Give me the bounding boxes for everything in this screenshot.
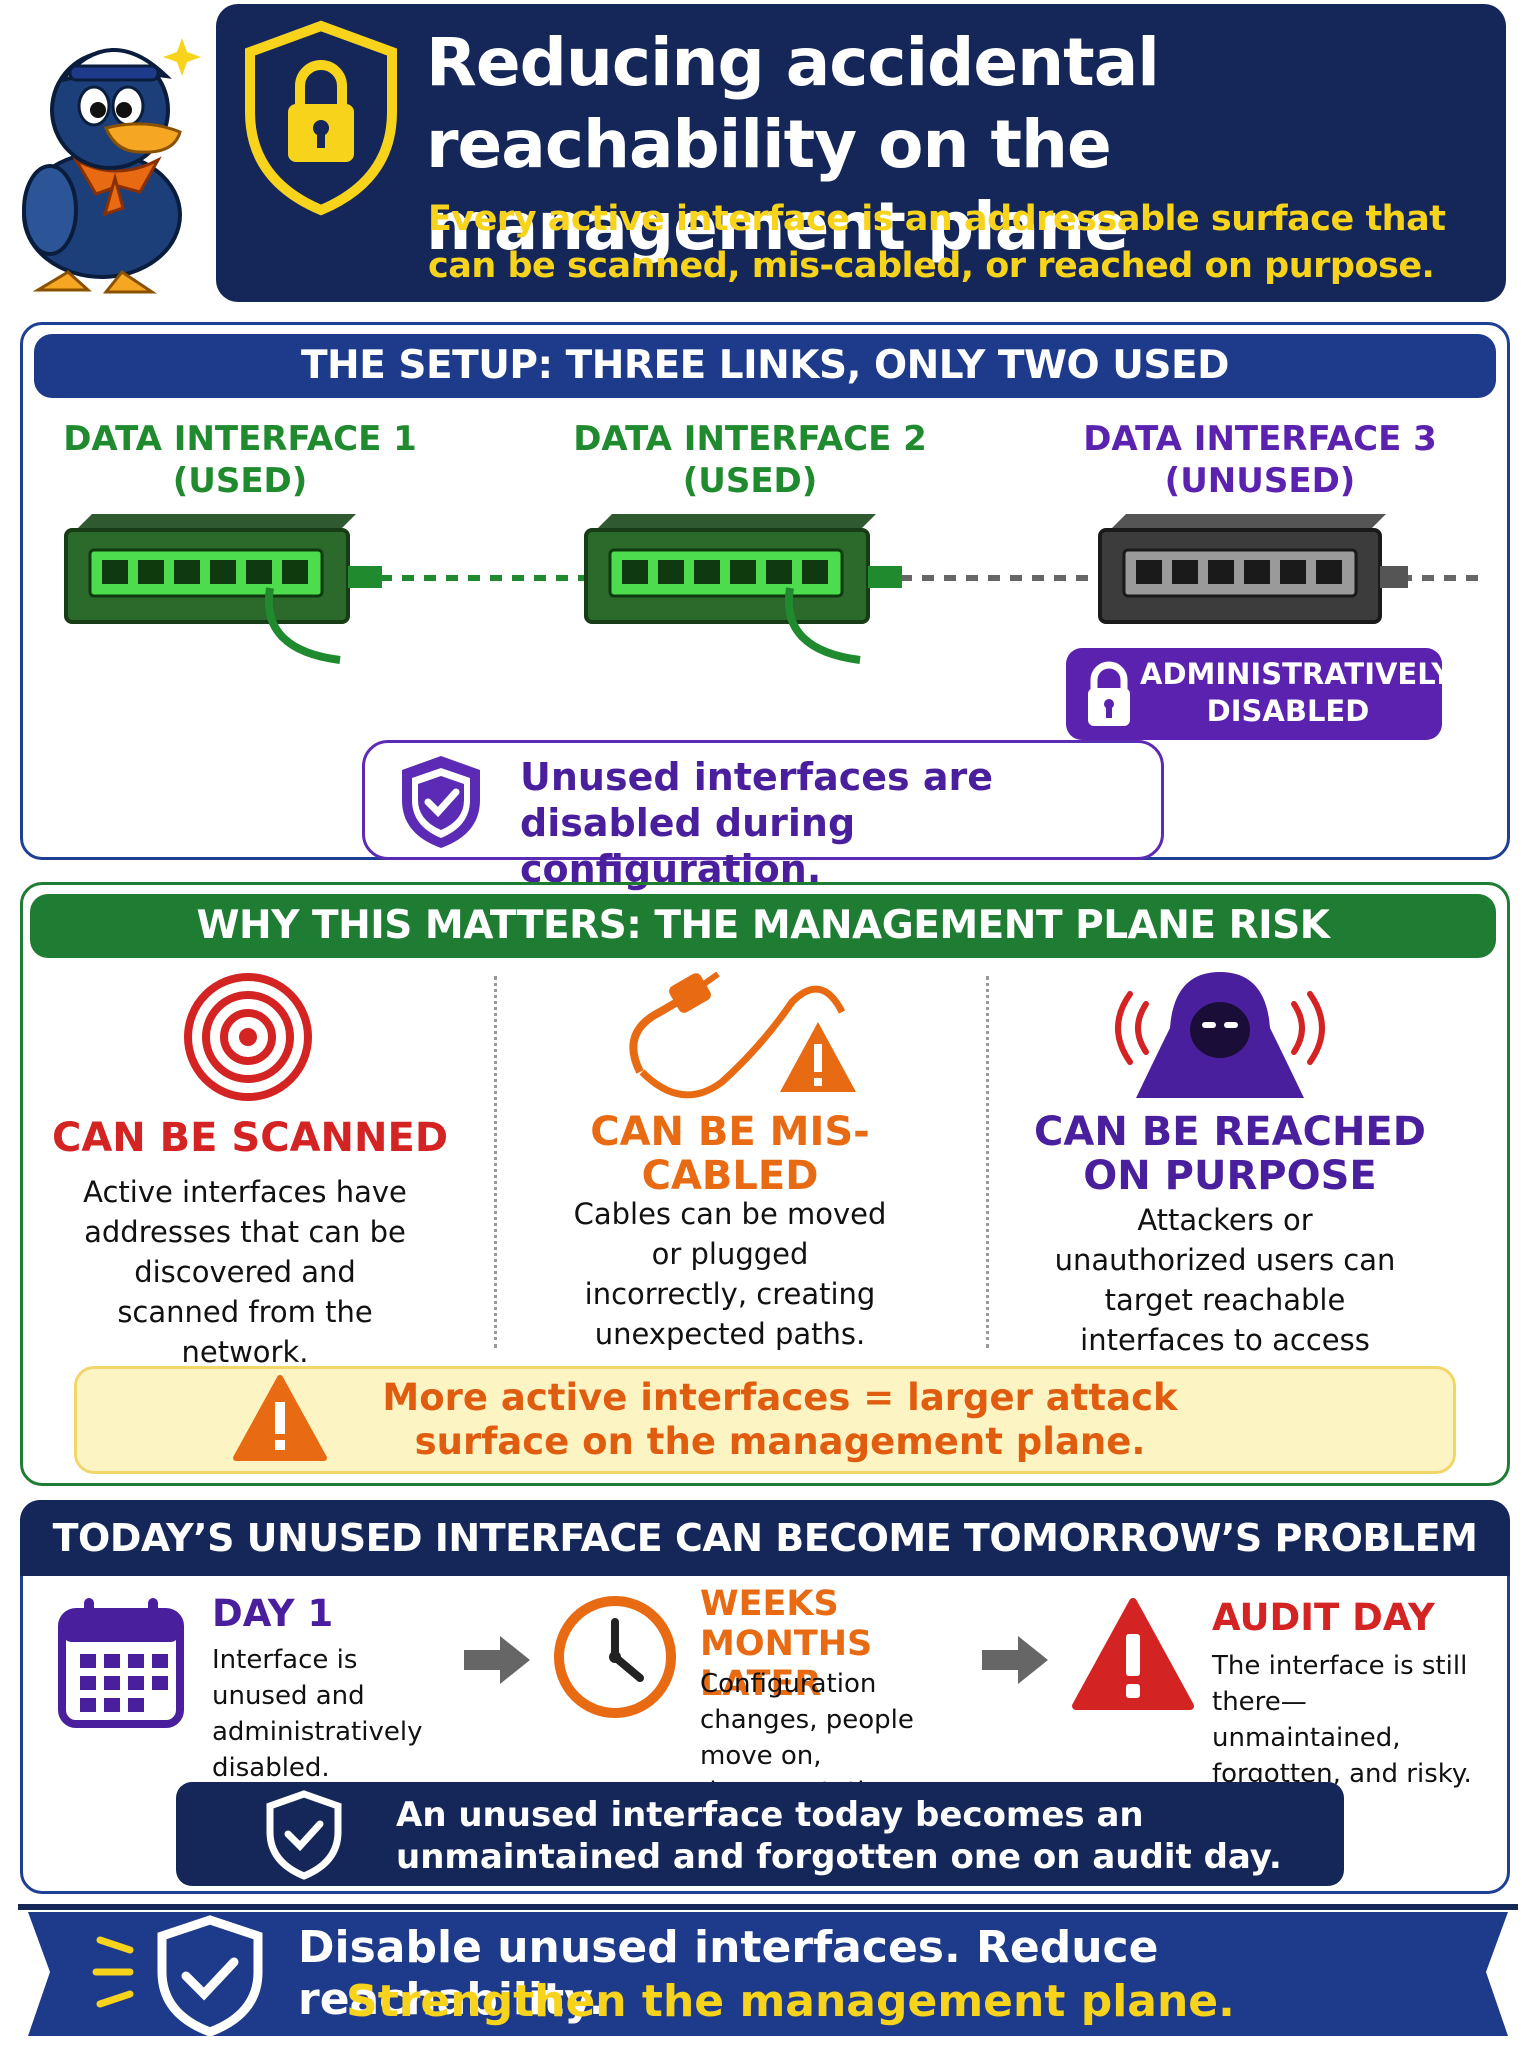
attack-surface-text: More active interfaces = larger attack s… (382, 1376, 1178, 1463)
risk-scanned-title: CAN BE SCANNED (51, 1115, 449, 1161)
duck-mascot (22, 38, 201, 294)
page-subtitle: Every active interface is an addressable… (428, 199, 1446, 286)
risk-scanned-desc: Active interfaces have addresses that ca… (83, 1175, 407, 1369)
target-icon (184, 973, 312, 1101)
shield-check-icon (266, 1790, 342, 1880)
shield-check-icon (402, 756, 480, 848)
clock-icon (554, 1596, 676, 1718)
calendar-icon (58, 1598, 184, 1728)
risk-divider-2 (986, 976, 989, 1348)
risk-heading: WHY THIS MATTERS: THE MANAGEMENT PLANE R… (30, 894, 1496, 958)
risk-section (20, 882, 1510, 1486)
admin-disabled-text: ADMINISTRATIVELY DISABLED (1140, 657, 1453, 728)
lock-icon (1088, 661, 1130, 726)
risk-reached-desc: Attackers or unauthorized users can targ… (1054, 1203, 1396, 1397)
interface-3-state: (UNUSED) (1164, 461, 1356, 501)
summary-text: An unused interface today becomes an unm… (396, 1795, 1282, 1877)
interface-2-state: (USED) (682, 461, 818, 501)
switch-1-icon (64, 514, 382, 664)
arrow-right-icon (982, 1636, 1048, 1684)
interface-2-name: DATA INTERFACE 2 (573, 419, 927, 459)
shield-lock-icon (245, 20, 397, 216)
warning-triangle-icon (233, 1375, 327, 1461)
interface-3-name: DATA INTERFACE 3 (1083, 419, 1437, 459)
header-banner (216, 4, 1506, 302)
arrow-right-icon (464, 1636, 530, 1684)
step-day1-desc: Interface is unused and administratively… (212, 1645, 423, 1783)
setup-heading: THE SETUP: THREE LINKS, ONLY TWO USED (34, 334, 1496, 398)
page-title: Reducing accidental reachability on the … (426, 24, 1160, 265)
footer-banner (18, 1904, 1518, 2037)
interface-1-state: (USED) (172, 461, 308, 501)
step-later-title: WEEKS MONTHS LATER (700, 1584, 873, 1704)
disabled-note-box (362, 740, 1164, 860)
interface-2-label: DATA INTERFACE 2 (USED) (540, 418, 960, 502)
disabled-note-text: Unused interfaces are disabled during co… (520, 755, 994, 891)
banner-line-1: Disable unused interfaces. Reduce reacha… (298, 1922, 1159, 2025)
hooded-attacker-icon (1115, 972, 1325, 1098)
interface-1-name: DATA INTERFACE 1 (63, 419, 417, 459)
alert-triangle-icon (1072, 1598, 1194, 1710)
switch-3-icon (1098, 514, 1408, 624)
timeline-heading: TODAY’S UNUSED INTERFACE CAN BECOME TOMO… (20, 1500, 1510, 1576)
summary-box (176, 1782, 1344, 1886)
step-day1-title: DAY 1 (212, 1592, 334, 1635)
risk-miscabled-desc: Cables can be moved or plugged incorrect… (573, 1197, 887, 1351)
switches-diagram (64, 514, 1480, 664)
switch-2-icon (584, 514, 902, 664)
step-audit-desc: The interface is still there—unmaintaine… (1212, 1651, 1472, 1789)
risk-miscabled-title: CAN BE MIS-CABLED (590, 1109, 870, 1199)
risk-reached-title: CAN BE REACHED ON PURPOSE (1034, 1109, 1426, 1199)
interface-3-label: DATA INTERFACE 3 (UNUSED) (1050, 418, 1470, 502)
banner-line-2: Strengthen the management plane. (346, 1976, 1235, 2027)
plug-warning-icon (629, 972, 856, 1099)
shield-check-icon (157, 1915, 263, 2037)
risk-divider-1 (494, 976, 497, 1348)
interface-1-label: DATA INTERFACE 1 (USED) (30, 418, 450, 502)
step-audit-title: AUDIT DAY (1212, 1596, 1435, 1639)
